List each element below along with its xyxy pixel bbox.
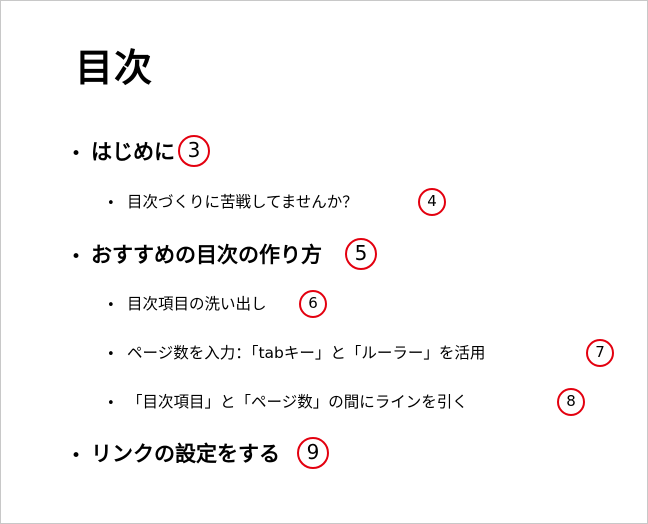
bullet: • <box>107 396 115 411</box>
toc-item-text: 目次項目の洗い出し <box>127 295 267 313</box>
bullet: • <box>107 347 115 362</box>
toc-item-level2: • 「目次項目」と「ページ数」の間にラインを引く <box>107 387 468 417</box>
page-number-circle: 9 <box>297 437 329 469</box>
toc-item-text: はじめに <box>91 140 175 164</box>
toc-item-text: おすすめの目次の作り方 <box>91 243 322 267</box>
toc-item-level1: • はじめに <box>71 135 175 169</box>
page-title: 目次 <box>75 46 154 90</box>
toc-item-text: 目次づくりに苦戦してませんか？ <box>127 193 358 211</box>
toc-item-level2: • 目次項目の洗い出し <box>107 289 267 319</box>
bullet: • <box>107 196 115 211</box>
toc-item-text: 「目次項目」と「ページ数」の間にラインを引く <box>127 393 468 411</box>
page-number-circle: 3 <box>178 135 210 167</box>
toc-item-level2: • ページ数を入力：「tabキー」と「ルーラー」を活用 <box>107 338 485 368</box>
bullet: • <box>71 446 82 466</box>
page-number-circle: 6 <box>299 290 327 318</box>
bullet: • <box>107 298 115 313</box>
bullet: • <box>71 247 82 267</box>
bullet: • <box>71 144 82 164</box>
toc-item-text: ページ数を入力：「tabキー」と「ルーラー」を活用 <box>127 344 486 362</box>
page-number-circle: 7 <box>586 339 614 367</box>
toc-item-level1: • リンクの設定をする <box>71 437 280 471</box>
page-number-circle: 8 <box>557 388 585 416</box>
toc-item-level2: • 目次づくりに苦戦してませんか？ <box>107 187 358 217</box>
toc-item-level1: • おすすめの目次の作り方 <box>71 238 322 272</box>
toc-item-text: リンクの設定をする <box>91 442 280 466</box>
page-number-circle: 4 <box>418 188 446 216</box>
page-number-circle: 5 <box>345 238 377 270</box>
